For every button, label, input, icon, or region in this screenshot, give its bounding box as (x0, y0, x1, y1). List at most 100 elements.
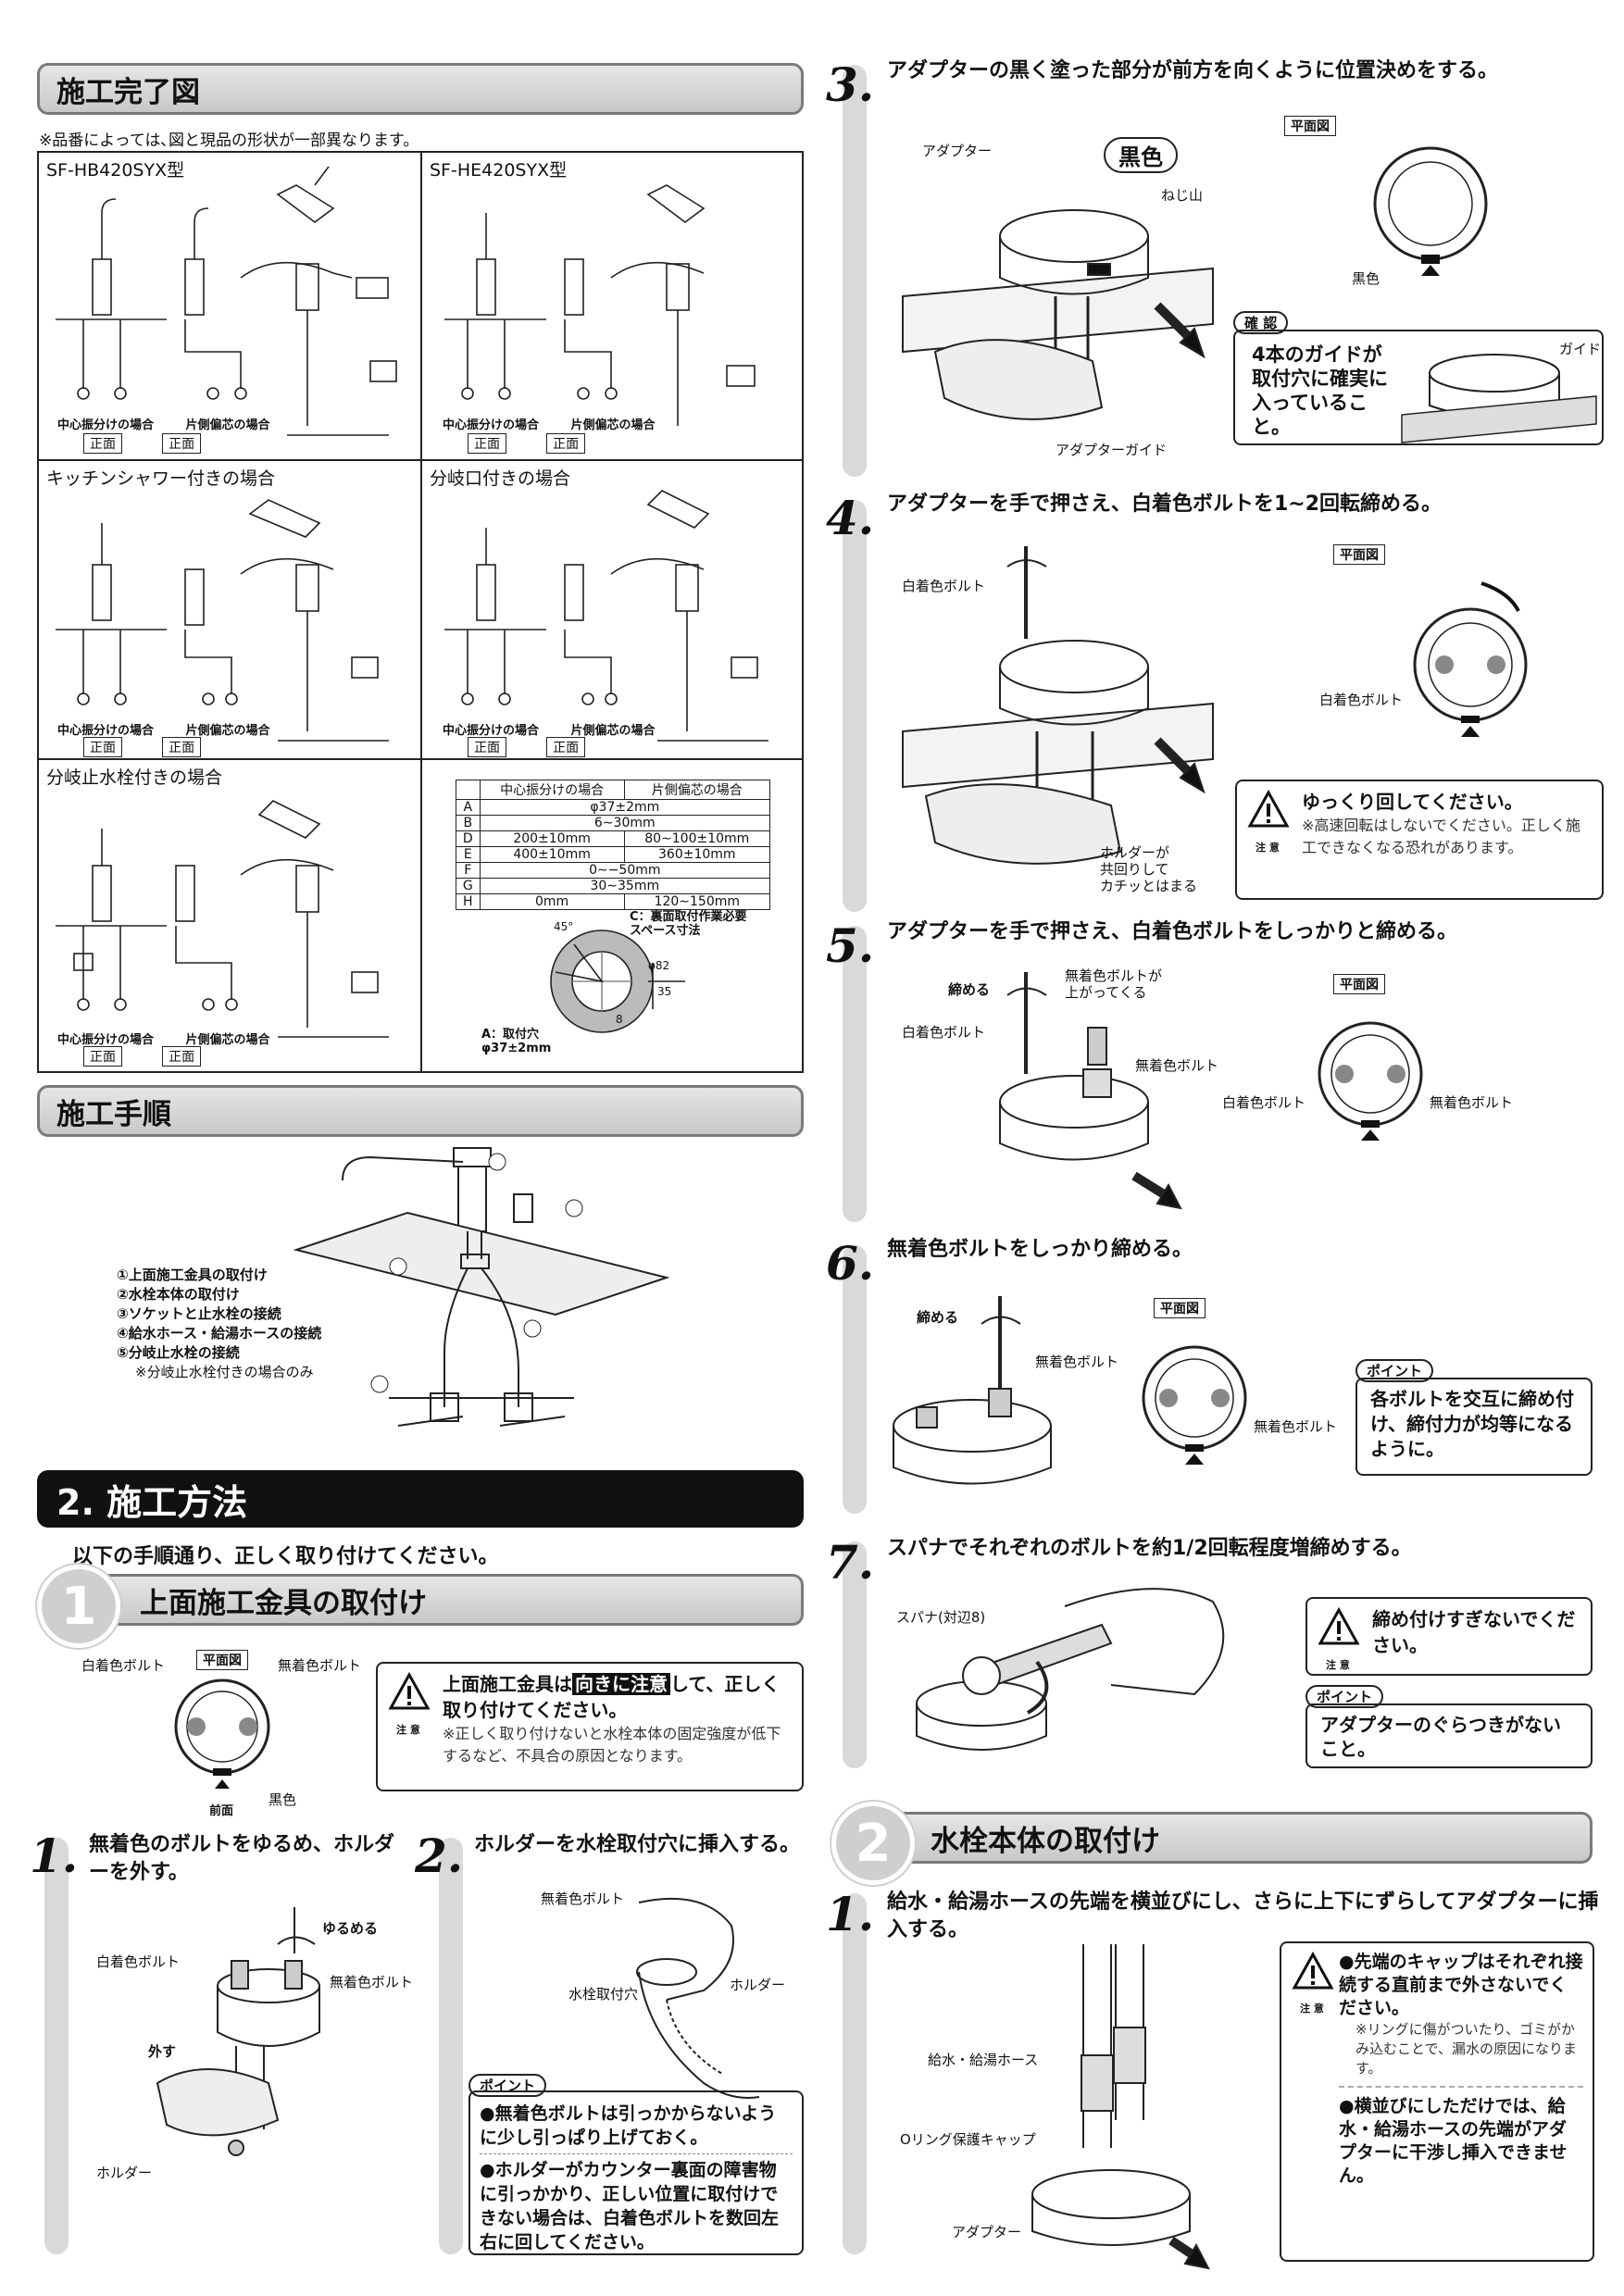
front-tag: 正面 (83, 433, 122, 454)
spec-value: 360±10mm (623, 846, 771, 863)
spanner-label-s7: スパナ(対辺8) (896, 1609, 986, 1626)
caution-s8-note: ※リングに傷がついたり、ゴミがかみ込むことで、漏水の原因になります。 (1339, 2020, 1583, 2088)
guide-label-s3: アダプターガイド (1056, 442, 1168, 458)
procedure-header: 施工手順 (37, 1085, 804, 1137)
caution-word: 注 意 (396, 1724, 420, 1736)
clear-bolt-label-s5: 無着色ボルト (1135, 1057, 1219, 1074)
clear-bolt-label-plan-s5: 無着色ボルト (1430, 1094, 1514, 1111)
procedure-item: ④給水ホース・給湯ホースの接続 (117, 1325, 322, 1341)
hole-diagram (550, 930, 685, 1033)
spec-header: 片側偏芯の場合 (623, 780, 771, 800)
front-tag: 正面 (83, 737, 122, 757)
caution-s1-post: して、正しく取り付けてください。 (443, 1673, 781, 1721)
holder-label-s4: ホルダーが 共回りして カチッとはまる (1100, 844, 1198, 894)
sublabel-row-3: 中心振分けの場合 片側偏芯の場合 (57, 720, 270, 738)
check-text-s3: 4本のガイドが取付穴に確実に入っていること。 (1252, 343, 1388, 438)
procedure-item: ③ソケットと止水栓の接続 (117, 1305, 281, 1322)
clear-bolt-label: 無着色ボルト (278, 1657, 362, 1674)
hole-label-c: C：裏面取付作業必要 スペース寸法 (630, 910, 747, 938)
procedure-item: ※分岐止水栓付きの場合のみ (135, 1364, 314, 1380)
plan-tag-s5: 平面図 (1333, 974, 1385, 994)
clear-bolt-label-plan-s6: 無着色ボルト (1254, 1418, 1338, 1435)
center-label: 中心振分けの場合 (57, 724, 155, 738)
white-bolt-label-plan-s5: 白着色ボルト (1222, 1094, 1306, 1111)
caution-s7-main: 締め付けすぎないでください。 (1372, 1608, 1576, 1656)
black-label-plan-s3: 黒色 (1352, 270, 1380, 287)
step-text-s8: 給水・給湯ホースの先端を横並びにし、さらに上下にずらしてアダプターに挿入する。 (887, 1890, 1599, 1941)
center-label: 中心振分けの場合 (443, 418, 540, 432)
guide-detail-drawing (1401, 354, 1597, 443)
rise-label-s5: 無着色ボルトが 上がってくる (1065, 967, 1163, 1001)
hose-label-s8: 給水・給湯ホース (928, 2052, 1039, 2068)
plan-view-s6 (1142, 1345, 1247, 1465)
white-bolt-label-s4: 白着色ボルト (902, 578, 986, 594)
caution-s4-main: ゆっくり回してください。 (1302, 791, 1523, 813)
step1-header: 上面施工金具の取付け (93, 1574, 804, 1626)
black-label-s3: 黒色 (1118, 144, 1163, 170)
offset-label: 片側偏芯の場合 (185, 418, 270, 432)
cell-title: 分岐口付きの場合 (430, 468, 571, 489)
sublabel-row-4: 中心振分けの場合 片側偏芯の場合 (443, 720, 656, 738)
front-tag: 正面 (468, 433, 506, 454)
front-tag: 正面 (162, 433, 202, 454)
cap-label-s8: Oリング保護キャップ (900, 2131, 1036, 2148)
front-tag: 正面 (162, 737, 202, 757)
step-number-s3: 3. (826, 57, 875, 112)
caution-s1: 注 意 上面施工金具は向きに注意して、正しく取り付けてください。 ※正しく取り付… (376, 1662, 804, 1791)
step2-header: 水栓本体の取付け (889, 1812, 1593, 1864)
plan-view-s4 (1413, 581, 1528, 737)
procedure-drawing (293, 1147, 670, 1427)
point-box-s2: ●無着色ボルトは引っかからないように少し引っぱり上げておく。 ●ホルダーがカウン… (468, 2090, 804, 2255)
step-text-s2: ホルダーを水栓取付穴に挿入する。 (474, 1833, 801, 1856)
thread-label-s3: ねじ山 (1161, 187, 1204, 204)
white-bolt-label-s1: 白着色ボルト (96, 1953, 181, 1970)
step1-number-badge: 1 (37, 1565, 120, 1648)
point-box-s6: 各ボルトを交互に締め付け、締付力が均等になるように。 (1355, 1378, 1593, 1476)
plan-view-s3 (1373, 146, 1488, 276)
procedure-item: ①上面施工金具の取付け (117, 1267, 268, 1283)
white-bolt-label-s5: 白着色ボルト (902, 1024, 986, 1041)
white-bolt-label: 白着色ボルト (81, 1657, 166, 1674)
faucet-drawing-4 (444, 490, 768, 742)
spec-header-row: 中心振分けの場合 片側偏芯の場合 (456, 780, 771, 800)
step-bar-s8 (843, 1893, 867, 2254)
step-text-s1: 無着色のボルトをゆるめ、ホルダーを外す。 (89, 1833, 395, 1884)
procedure-item: ②水栓本体の取付け (117, 1286, 240, 1303)
caution-s8-2: ●横並びにしただけでは、給水・給湯ホースの先端がアダプターに干渉し挿入できません… (1339, 2096, 1568, 2186)
caution-s8: 注 意 ●先端のキャップはそれぞれ接続する直前まで外さないでください。 ※リング… (1280, 1941, 1594, 2262)
caution-s7: 注 意 締め付けすぎないでください。 (1305, 1597, 1593, 1676)
offset-label: 片側偏芯の場合 (185, 724, 270, 738)
white-bolt-label-plan-s4: 白着色ボルト (1319, 692, 1404, 708)
remove-label: 外す (148, 2043, 177, 2060)
point-s2-1: ●無着色ボルトは引っかからないように少し引っぱり上げておく。 (480, 2102, 793, 2154)
step1-title: 上面施工金具の取付け (140, 1586, 427, 1620)
hole-label-angle: 45° (554, 920, 574, 933)
faucet-drawing-1 (56, 166, 397, 436)
front-tags-4: 正面 正面 (468, 737, 593, 757)
step-text-s7: スパナでそれぞれのボルトを約1/2回転程度増締めする。 (887, 1537, 1412, 1560)
step-number-s7: 7. (826, 1535, 875, 1590)
caution-s4: 注 意 ゆっくり回してください。 ※高速回転はしないでください。正しく施工できな… (1235, 780, 1604, 900)
step-bar-s1 (44, 1838, 69, 2254)
complete-diagram-title: 施工完了図 (56, 75, 200, 109)
step2-number: 2 (855, 1813, 892, 1874)
front-tag: 正面 (162, 1046, 202, 1067)
hole-label-d8: 8 (616, 1013, 623, 1026)
spec-key: H (456, 893, 481, 910)
front-tag: 正面 (468, 737, 506, 757)
step-bar-s6 (843, 1245, 867, 1514)
section2-title: 2. 施工方法 (56, 1481, 248, 1523)
faucet-drawing-5 (56, 800, 389, 1038)
check-box-s3: 4本のガイドが取付穴に確実に入っていること。 ガイド (1233, 330, 1604, 445)
procedure-list: ①上面施工金具の取付け ②水栓本体の取付け ③ソケットと止水栓の接続 ④給水ホー… (117, 1266, 321, 1382)
caution-s1-note: ※正しく取り付けないと水栓本体の固定強度が低下するなど、不具合の原因となります。 (443, 1725, 781, 1765)
caution-word: 注 意 (1255, 842, 1280, 854)
sublabel-row-5: 中心振分けの場合 片側偏芯の場合 (57, 1029, 270, 1047)
adapter-label-s8: アダプター (952, 2224, 1022, 2240)
step7-drawing (916, 1588, 1225, 1751)
clear-bolt-label-s2: 無着色ボルト (541, 1890, 625, 1907)
plan-view-s1 (174, 1678, 270, 1789)
step-text-s5: アダプターを手で押さえ、白着色ボルトをしっかりと締める。 (887, 920, 1458, 943)
front-tags-5: 正面 正面 (83, 1046, 208, 1067)
holder-label-s2: ホルダー (730, 1977, 786, 1993)
